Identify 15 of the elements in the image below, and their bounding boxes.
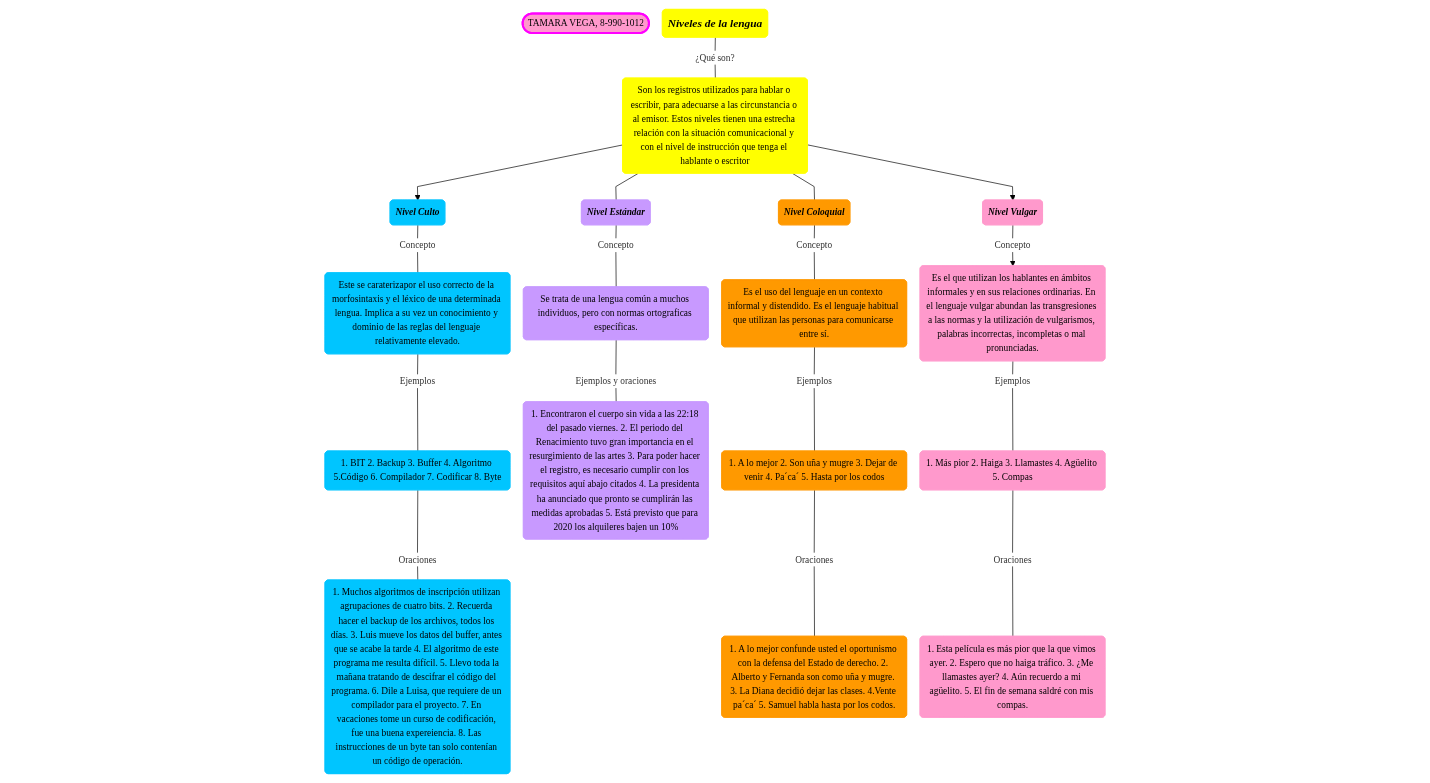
edge-label: Concepto (796, 240, 833, 251)
edge-label: Concepto (994, 240, 1031, 251)
edge-label: Oraciones (993, 554, 1032, 565)
edge-label: Concepto (597, 240, 634, 251)
edge-label: Concepto (399, 240, 436, 251)
edge-label: Ejemplos y oraciones (575, 376, 657, 387)
connector (792, 173, 815, 201)
edge-label: Ejemplos (399, 376, 436, 387)
connector (615, 173, 639, 201)
edge-label: Ejemplos (796, 376, 832, 387)
edge-label: Oraciones (398, 554, 437, 565)
edge-label: Ejemplos (994, 376, 1031, 387)
connector (813, 489, 815, 637)
edge-label: Oraciones (795, 554, 834, 565)
edge-label: ¿Qué son? (695, 52, 735, 63)
